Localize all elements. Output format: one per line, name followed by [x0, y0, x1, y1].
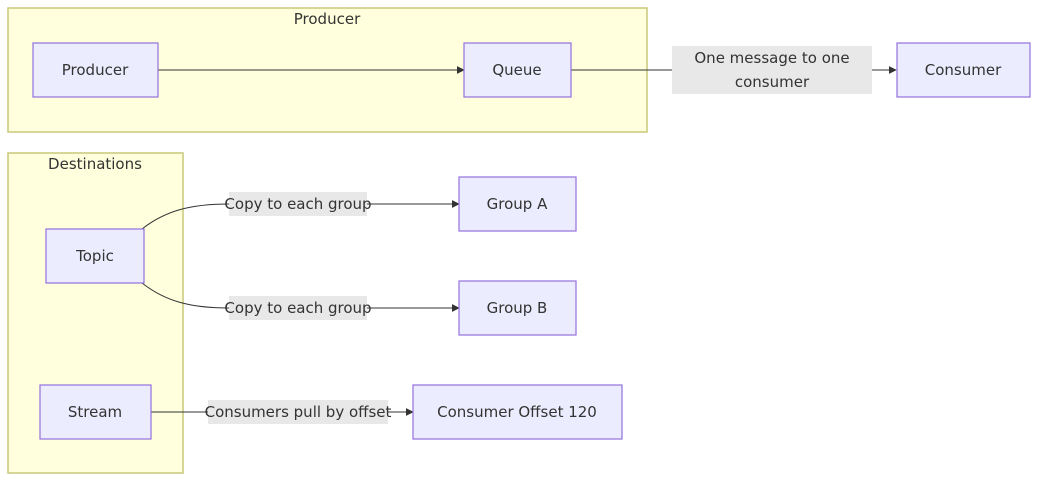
node-consumer-offset-label: Consumer Offset 120	[437, 403, 597, 421]
node-stream[interactable]: Stream	[39, 384, 152, 440]
node-group-a[interactable]: Group A	[458, 176, 577, 232]
edge-label-stream-consumer: Consumers pull by offset	[205, 403, 392, 421]
producer-cluster-title: Producer	[294, 10, 361, 28]
edge-label-topic-group-b: Copy to each group	[224, 299, 371, 317]
node-topic-label: Topic	[75, 247, 114, 265]
node-producer-label: Producer	[62, 61, 129, 79]
edge-label-bg-topic-group-a	[229, 192, 367, 216]
node-group-b-label: Group B	[487, 299, 548, 317]
node-queue[interactable]: Queue	[463, 42, 572, 98]
node-consumer[interactable]: Consumer	[896, 42, 1031, 98]
edge-label-bg-stream-consumer	[208, 400, 388, 424]
edge-stream-consumer-offset: Consumers pull by offset	[151, 400, 414, 424]
node-group-b[interactable]: Group B	[458, 280, 577, 336]
node-stream-label: Stream	[68, 403, 122, 421]
node-topic[interactable]: Topic	[45, 228, 145, 284]
node-producer[interactable]: Producer	[32, 42, 159, 98]
edge-label-queue-consumer-line1: One message to one	[694, 49, 849, 67]
node-consumer-offset[interactable]: Consumer Offset 120	[412, 384, 623, 440]
node-consumer-label: Consumer	[925, 61, 1002, 79]
node-queue-label: Queue	[492, 61, 541, 79]
edge-label-bg-queue-consumer	[672, 46, 872, 94]
node-group-a-label: Group A	[487, 195, 548, 213]
edge-topic-group-a: Copy to each group	[141, 192, 460, 230]
edge-label-bg-topic-group-b	[229, 296, 367, 320]
edge-label-topic-group-a: Copy to each group	[224, 195, 371, 213]
destinations-cluster-title: Destinations	[48, 155, 142, 173]
edge-label-queue-consumer-line2: consumer	[735, 73, 810, 91]
edge-queue-consumer: One message to one consumer	[571, 46, 897, 94]
edge-topic-group-b: Copy to each group	[141, 282, 460, 320]
